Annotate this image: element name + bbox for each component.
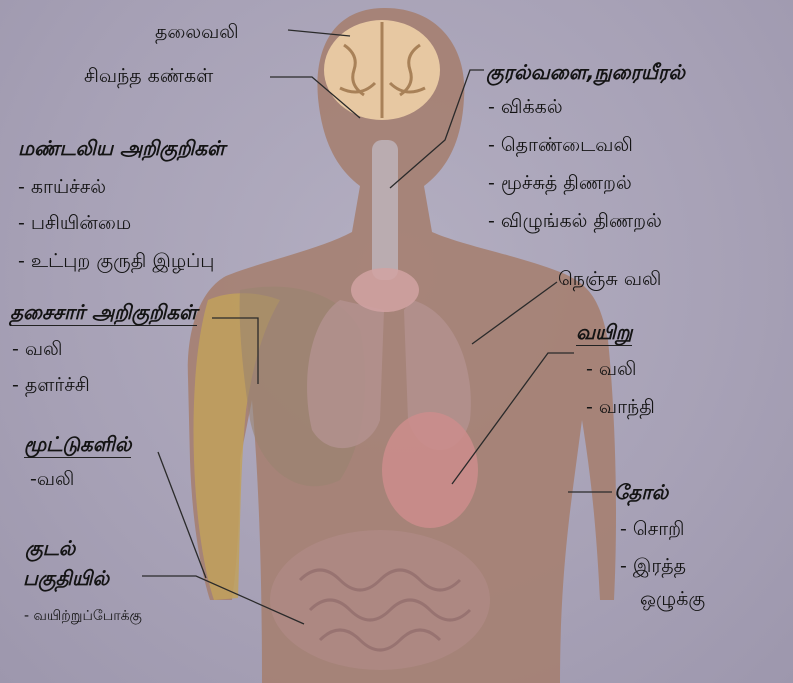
item-fever: - காய்ச்சல் [18, 178, 106, 197]
item-breathlessness: - மூச்சுத் திணறல் [488, 174, 632, 193]
item-joint-pain: -வலி [30, 470, 74, 489]
heading-stomach: வயிறு [576, 322, 632, 342]
heading-intestine-1: குடல் [25, 538, 75, 558]
item-bleeding-2: ஒழுக்கு [640, 590, 705, 609]
item-swallowing-difficulty: - விழுங்கல் திணறல் [488, 212, 662, 231]
heading-stomach-text: வயிறு [576, 320, 632, 346]
item-sore-throat: - தொண்டைவலி [488, 136, 633, 155]
heart [382, 412, 478, 528]
item-hiccups: - விக்கல் [488, 98, 563, 117]
item-stomach-pain: - வலி [586, 360, 636, 379]
heading-muscle-symptoms: தசைசார் அறிகுறிகள் [10, 302, 197, 322]
item-diarrhoea: - வயிற்றுப்போக்கு [24, 609, 142, 623]
heading-joints: மூட்டுகளில் [24, 434, 131, 454]
item-vomiting: - வாந்தி [586, 398, 655, 417]
larynx [351, 268, 419, 312]
item-anorexia: - பசியின்மை [18, 214, 131, 233]
item-weakness: - தளர்ச்சி [12, 376, 90, 395]
item-internal-bleeding: - உட்புற குருதி இழப்பு [18, 252, 214, 271]
heading-throat-lungs: குரல்வளை,நுரையீரல் [486, 62, 685, 82]
heading-central-symptoms: மண்டலிய அறிகுறிகள் [18, 138, 225, 158]
item-muscle-pain: - வலி [12, 340, 62, 359]
label-red-eyes: சிவந்த கண்கள் [84, 67, 213, 86]
heading-muscle-text: தசைசார் அறிகுறிகள் [10, 300, 197, 326]
label-headache: தலைவலி [155, 23, 239, 42]
label-chest-pain: நெஞ்சு வலி [558, 270, 661, 289]
heading-joints-text: மூட்டுகளில் [24, 432, 131, 458]
heading-skin: தோல் [614, 482, 668, 502]
heading-intestine-2: பகுதியில் [23, 568, 109, 588]
item-rash: - சொறி [620, 520, 684, 539]
item-bleeding: - இரத்த [620, 557, 686, 576]
trachea [372, 140, 398, 280]
